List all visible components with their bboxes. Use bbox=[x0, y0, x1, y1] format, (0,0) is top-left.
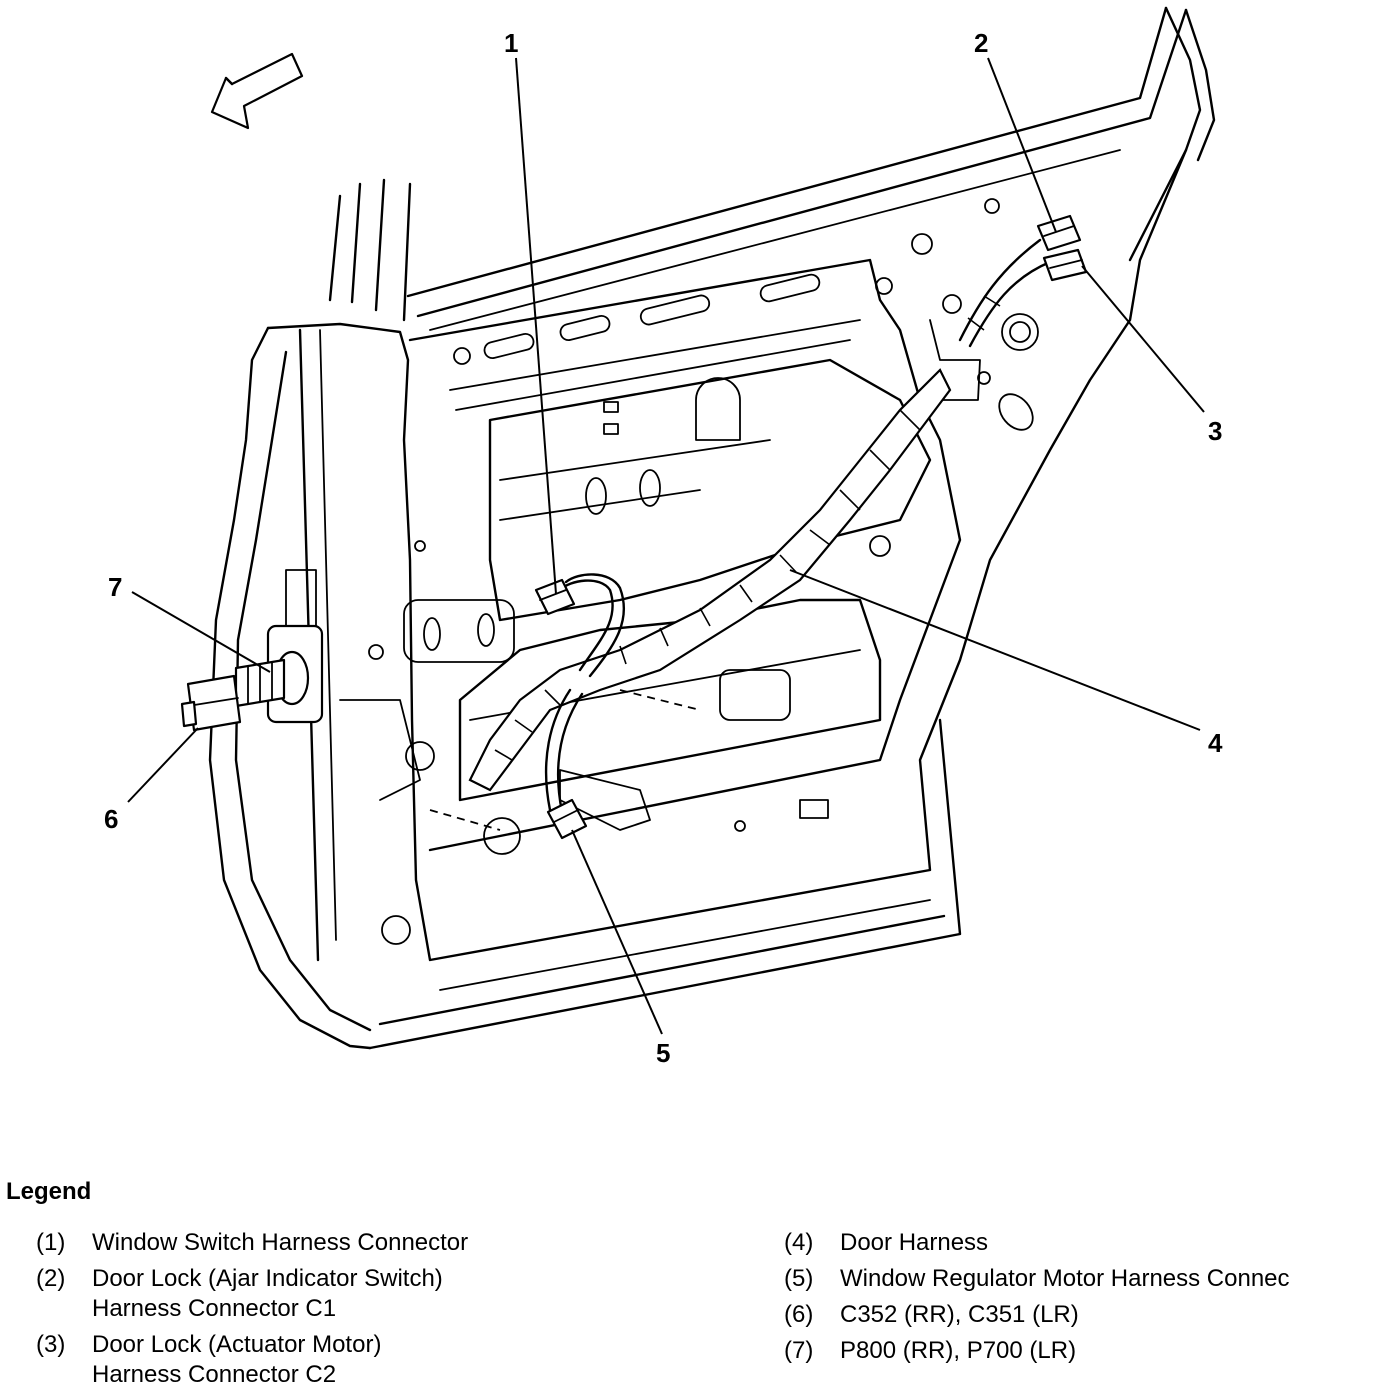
window-regulator-motor-connector bbox=[546, 798, 588, 840]
callout-6: 6 bbox=[104, 804, 118, 834]
legend-text: Window Switch Harness Connector bbox=[92, 1229, 469, 1256]
legend-column-right: (4) Door Harness (5) Window Regulator Mo… bbox=[784, 1228, 1352, 1372]
legend-number: (1) bbox=[36, 1229, 66, 1256]
callout-7: 7 bbox=[108, 572, 122, 602]
legend-entry: (1) Window Switch Harness Connector bbox=[36, 1228, 468, 1258]
legend-entry: (3) Door Lock (Actuator Motor) Harness C… bbox=[36, 1330, 468, 1390]
callout-2: 2 bbox=[974, 28, 988, 58]
callout-3: 3 bbox=[1208, 416, 1222, 446]
callout-leaders bbox=[127, 57, 1205, 1035]
legend-text: Door Lock (Ajar Indicator Switch) Harnes… bbox=[92, 1265, 443, 1322]
legend-text: Door Harness bbox=[840, 1229, 989, 1256]
hinge-pillar-grommet-connector bbox=[180, 569, 324, 732]
window-switch-harness-connector bbox=[534, 578, 576, 616]
door-wiring-diagram: 1 2 3 4 5 6 7 bbox=[104, 6, 1223, 1068]
legend: Legend (1) Window Switch Harness Connect… bbox=[0, 1172, 1376, 1390]
callout-4: 4 bbox=[1208, 728, 1223, 758]
legend-text: Door Lock (Actuator Motor) Harness Conne… bbox=[92, 1331, 382, 1388]
door-lock-connectors bbox=[1036, 214, 1088, 282]
legend-entry: (4) Door Harness bbox=[784, 1228, 1352, 1258]
legend-number: (2) bbox=[36, 1265, 66, 1292]
door-shell bbox=[208, 148, 1188, 1050]
legend-number: (4) bbox=[784, 1229, 814, 1256]
legend-entry: (7) P800 (RR), P700 (LR) bbox=[784, 1336, 1352, 1366]
door-harness-routing bbox=[468, 238, 1052, 814]
legend-number: (5) bbox=[784, 1265, 814, 1292]
legend-number: (7) bbox=[784, 1337, 814, 1364]
legend-title: Legend bbox=[6, 1178, 92, 1205]
callout-1: 1 bbox=[504, 28, 518, 58]
callout-5: 5 bbox=[656, 1038, 670, 1068]
legend-text: P800 (RR), P700 (LR) bbox=[840, 1337, 1077, 1364]
legend-number: (3) bbox=[36, 1331, 66, 1358]
window-frame bbox=[328, 6, 1216, 331]
legend-text: C352 (RR), C351 (LR) bbox=[840, 1301, 1079, 1328]
inner-door-panel bbox=[339, 198, 1039, 945]
legend-entry: (2) Door Lock (Ajar Indicator Switch) Ha… bbox=[36, 1264, 468, 1324]
legend-entry: (6) C352 (RR), C351 (LR) bbox=[784, 1300, 1352, 1330]
legend-entry: (5) Window Regulator Motor Harness Conne… bbox=[784, 1264, 1352, 1294]
legend-number: (6) bbox=[784, 1301, 814, 1328]
legend-column-left: (1) Window Switch Harness Connector (2) … bbox=[36, 1228, 468, 1390]
direction-arrow-icon bbox=[210, 52, 304, 130]
legend-text: Window Regulator Motor Harness Connec bbox=[840, 1265, 1290, 1292]
